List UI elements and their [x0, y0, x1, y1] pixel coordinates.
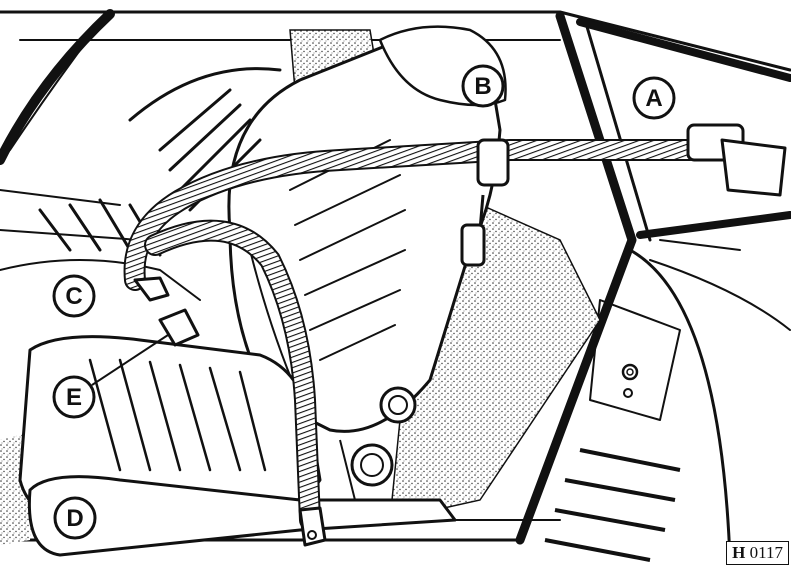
callout-e-label: E: [66, 384, 82, 411]
figure-ref-number: 0117: [750, 543, 783, 562]
door-vent: [545, 450, 680, 560]
callout-b-label: B: [474, 73, 491, 100]
callout-a: A: [634, 78, 674, 118]
callout-c-label: C: [65, 283, 82, 310]
callout-d-label: D: [66, 505, 83, 532]
callout-a-label: A: [645, 85, 662, 112]
figure-reference: H 0117: [726, 541, 789, 565]
callout-c: C: [54, 276, 94, 316]
callout-d: D: [55, 498, 95, 538]
callout-e: E: [54, 377, 94, 417]
figure-ref-prefix: H: [732, 543, 745, 562]
callout-b: B: [463, 66, 503, 106]
